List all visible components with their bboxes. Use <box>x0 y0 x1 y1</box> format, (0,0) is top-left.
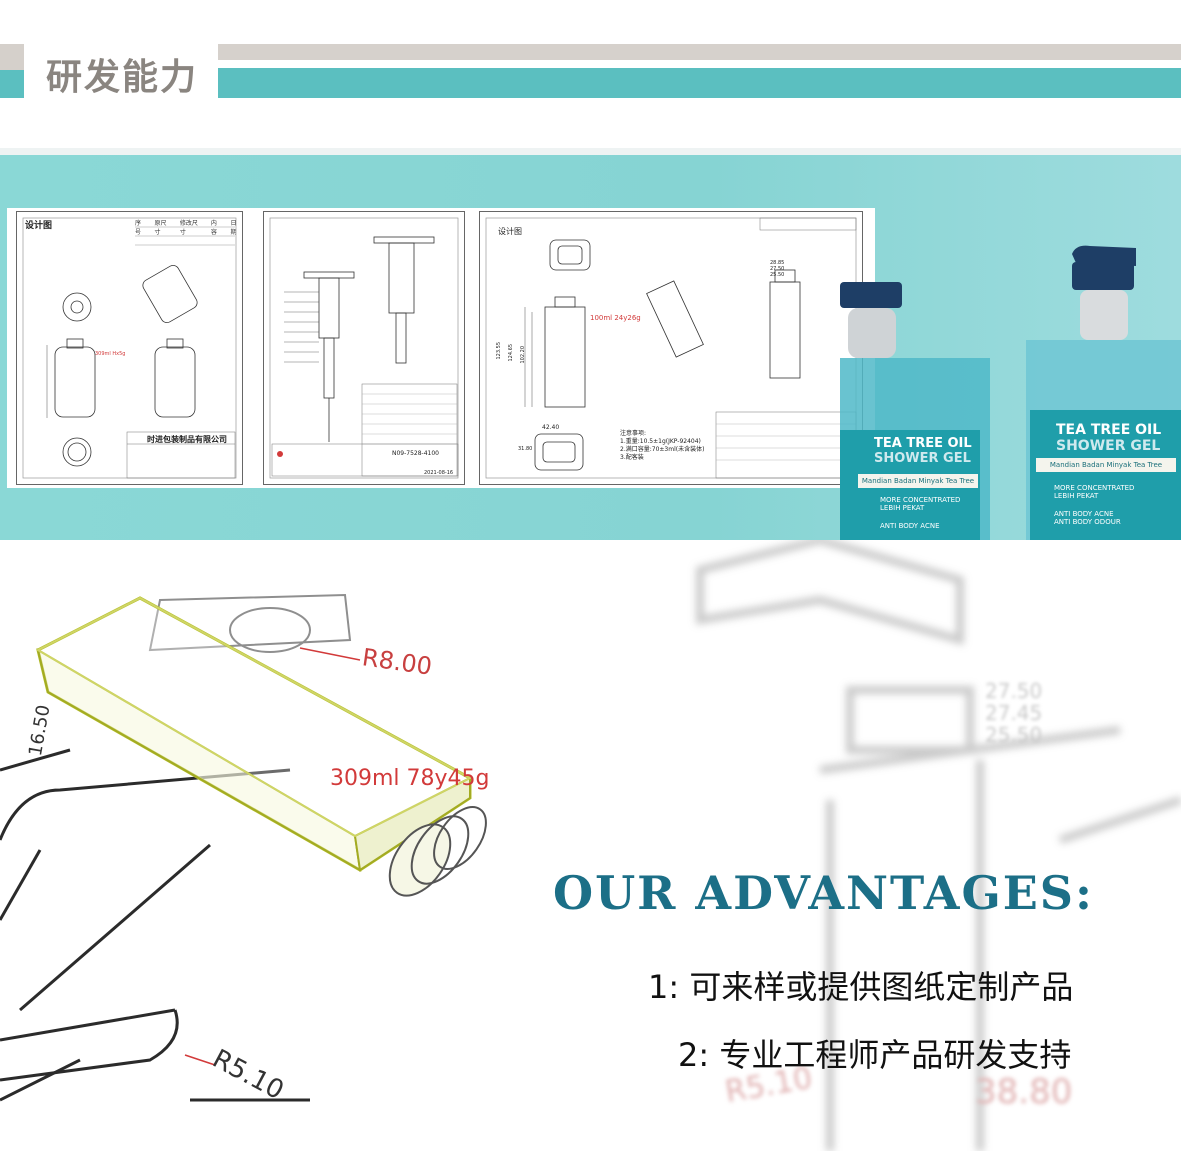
th-1: 序号 <box>135 220 142 236</box>
dim-spec: 309ml 78y45g <box>330 766 490 791</box>
header-gray-bar <box>218 44 1181 60</box>
bg-dim-2: 27.45 <box>985 701 1043 725</box>
bg-dim-38: 38.80 <box>975 1072 1073 1112</box>
note-4: 3.配客装 <box>620 454 644 461</box>
th-2: 原尺寸 <box>154 220 167 236</box>
blueprint-area: R8.00 309ml 78y45g 16.50 R5.10 27.50 27.… <box>0 540 1181 1151</box>
drawing-3-notes: 注意事项: 1.重量:10.5±1g(JKP-92404) 2.满口容量:70±… <box>620 430 704 462</box>
dim-8: 102.20 <box>520 346 526 364</box>
drawing-1-lines <box>22 217 237 479</box>
drawing-1-table-header: 序号 原尺寸 修改尺寸 内容 日期 <box>135 218 242 236</box>
drawing-1-title: 设计图 <box>25 221 53 231</box>
band-top-line <box>0 148 1181 155</box>
product-2-bullet1: ANTI BODY ACNE <box>1054 510 1114 518</box>
dim-6: 123.55 <box>496 342 502 360</box>
note-1: 注意事项: <box>620 430 647 437</box>
product-2-ribbon: Mandian Badan Minyak Tea Tree <box>1036 458 1176 472</box>
bg-dim-3: 25.50 <box>985 723 1043 747</box>
drawing-1-note: 309ml Hx5g <box>95 351 126 357</box>
product-1-label: TEA TREE OIL SHOWER GEL <box>874 436 972 466</box>
blueprint-svg <box>0 540 1181 1151</box>
section-title: 研发能力 <box>46 57 199 98</box>
header-left-teal <box>0 70 24 98</box>
product-2-text: MORE CONCENTRATED LEBIH PEKAT ANTI BODY … <box>1054 484 1134 526</box>
drawing-1-company: 时进包装制品有限公司 <box>147 435 227 444</box>
drawing-3-title: 设计图 <box>498 227 522 236</box>
dim-3: 25.50 <box>770 272 785 278</box>
drawing-sheet-3: 设计图 100ml 24y26g 28.85 27.50 25.5 <box>479 211 863 485</box>
product-2-line1: TEA TREE OIL <box>1056 422 1162 438</box>
product-2-line4: LEBIH PEKAT <box>1054 492 1099 500</box>
header-teal-bar <box>218 68 1181 98</box>
note-3: 2.满口容量:70±3ml(未含装体) <box>620 446 705 453</box>
advantage-item-1: 1: 可来样或提供图纸定制产品 <box>648 968 1074 1006</box>
product-2-line3: MORE CONCENTRATED <box>1054 484 1135 492</box>
th-5: 日期 <box>230 220 237 236</box>
drawing-2-code: N09-7528-4100 <box>392 450 439 457</box>
product-1-bullet1: ANTI BODY ACNE <box>880 522 940 530</box>
drawings-panel: 设计图 序号 原尺寸 修改尺寸 内容 日期 309ml <box>7 208 875 488</box>
drawing-sheet-2: N09-7528-4100 2021-08-16 <box>263 211 465 485</box>
product-bottles: TEA TREE OIL SHOWER GEL Mandian Badan Mi… <box>840 240 1181 540</box>
drawing-sheet-1: 设计图 序号 原尺寸 修改尺寸 内容 日期 309ml <box>16 211 243 485</box>
advantage-item-2: 2: 专业工程师产品研发支持 <box>678 1036 1072 1074</box>
product-1-line3: MORE CONCENTRATED <box>880 496 961 504</box>
product-1-line4: LEBIH PEKAT <box>880 504 925 512</box>
advantages-heading: OUR ADVANTAGES: <box>553 866 1095 920</box>
product-1-line2: SHOWER GEL <box>874 451 971 466</box>
bg-dim-1: 27.50 <box>985 679 1043 703</box>
product-2-bullet2: ANTI BODY ODOUR <box>1054 518 1121 526</box>
th-4: 内容 <box>210 220 217 236</box>
dim-5: 31.80 <box>518 446 533 452</box>
product-2-line2: SHOWER GEL <box>1056 438 1161 454</box>
bottles-svg <box>840 245 1181 540</box>
bg-dims: 27.50 27.45 25.50 <box>985 680 1042 746</box>
product-2-label: TEA TREE OIL SHOWER GEL <box>1056 422 1161 454</box>
dim-2: 27.50 <box>770 266 785 272</box>
drawing-2-date: 2021-08-16 <box>424 470 454 476</box>
drawing-2-lines <box>269 217 459 479</box>
product-1-ribbon: Mandian Badan Minyak Tea Tree <box>858 474 978 488</box>
th-3: 修改尺寸 <box>179 220 198 236</box>
product-1-line1: TEA TREE OIL <box>874 436 972 451</box>
drawing-3-dims-top: 28.85 27.50 25.50 <box>770 260 784 278</box>
drawing-3-label: 100ml 24y26g <box>590 314 641 322</box>
dim-4: 42.40 <box>542 424 560 431</box>
note-2: 1.重量:10.5±1g(JKP-92404) <box>620 438 701 445</box>
dim-7: 124.65 <box>508 344 514 362</box>
product-1-text: MORE CONCENTRATED LEBIH PEKAT ANTI BODY … <box>880 496 960 530</box>
dim-1: 28.85 <box>770 260 785 266</box>
